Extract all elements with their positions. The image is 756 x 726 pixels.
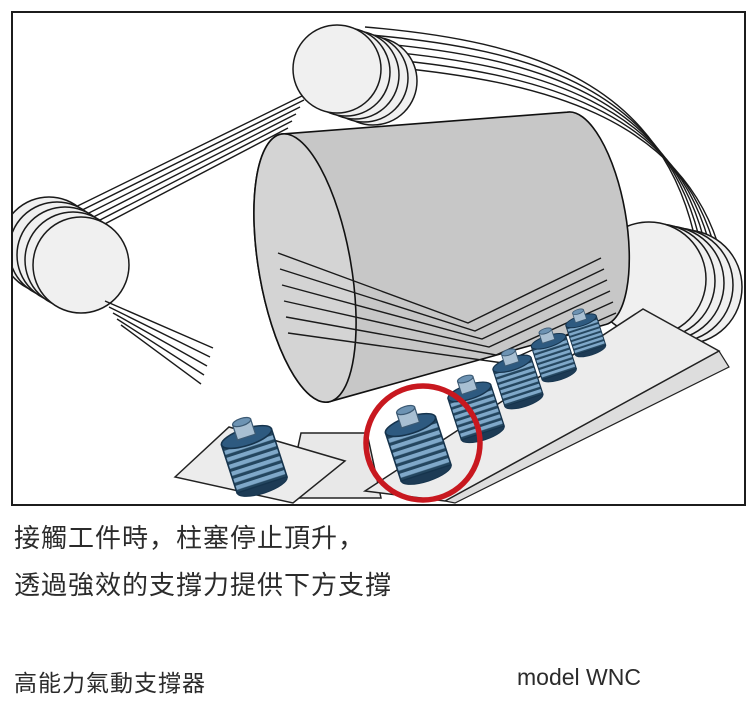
belt-strands-left bbox=[50, 92, 309, 240]
product-info-row: 高能力氣動支撐器 model WNC bbox=[14, 664, 742, 698]
highlight-circle bbox=[363, 383, 483, 503]
left-roller bbox=[13, 196, 130, 314]
model-label: model WNC bbox=[517, 664, 641, 690]
caption-line-2: 透過強效的支撐力提供下方支撐 bbox=[14, 570, 393, 600]
belt-strands-lower bbox=[104, 300, 214, 385]
right-roller bbox=[591, 221, 743, 345]
caption-line-1: 接觸工件時，柱塞停止頂升， bbox=[14, 523, 366, 553]
product-name: 高能力氣動支撐器 bbox=[14, 670, 206, 696]
workpiece-cylinder bbox=[253, 111, 631, 403]
belt-strands-right bbox=[364, 26, 723, 259]
machine-illustration bbox=[13, 24, 743, 504]
top-roller bbox=[292, 24, 418, 126]
caption-block: 接觸工件時，柱塞停止頂升， 透過強效的支撐力提供下方支撐 bbox=[14, 522, 756, 602]
application-diagram bbox=[11, 11, 746, 506]
